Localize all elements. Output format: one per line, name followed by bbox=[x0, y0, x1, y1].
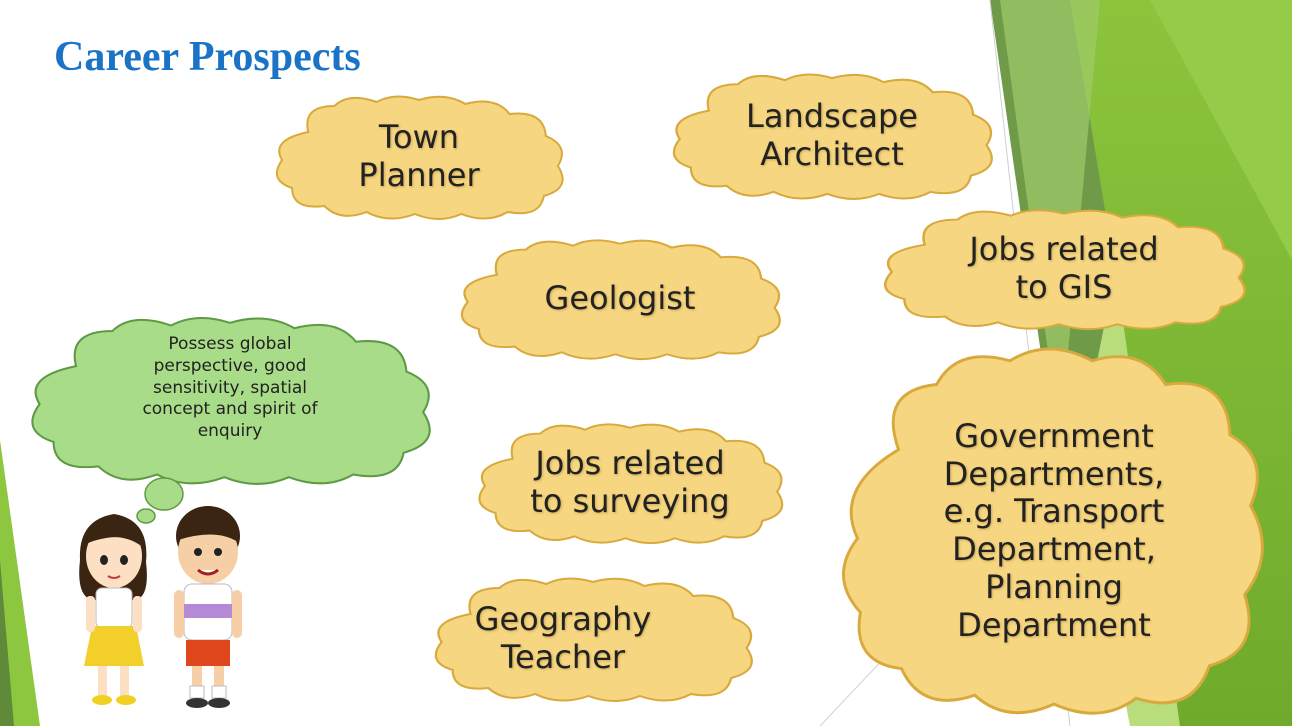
career-cloud-geography-teacher: Geography Teacher bbox=[426, 574, 760, 704]
children-illustration bbox=[79, 506, 242, 708]
thought-bubble: Possess global perspective, good sensiti… bbox=[20, 312, 440, 488]
left-green-sliver bbox=[0, 440, 40, 726]
career-label: Government Departments, e.g. Transport D… bbox=[943, 416, 1165, 644]
career-cloud-landscape-architect: Landscape Architect bbox=[664, 70, 1000, 202]
left-green-sliver-dark bbox=[0, 560, 14, 726]
girl-figure bbox=[79, 514, 147, 705]
career-cloud-gis: Jobs related to GIS bbox=[874, 206, 1254, 332]
thought-text: Possess global perspective, good sensiti… bbox=[142, 334, 318, 441]
page-title: Career Prospects bbox=[54, 34, 361, 80]
career-label: Geologist bbox=[544, 279, 696, 318]
boy-figure bbox=[174, 506, 242, 708]
career-label: Jobs related to GIS bbox=[969, 230, 1159, 306]
career-cloud-surveying: Jobs related to surveying bbox=[470, 420, 790, 546]
green-facet-top bbox=[1150, 0, 1292, 260]
career-label: Geography Teacher bbox=[474, 600, 652, 676]
career-cloud-geologist: Geologist bbox=[452, 236, 788, 362]
career-label: Town Planner bbox=[358, 118, 480, 194]
thought-tail-icon bbox=[136, 477, 184, 524]
career-cloud-government-departments: Government Departments, e.g. Transport D… bbox=[834, 346, 1274, 716]
career-cloud-town-planner: Town Planner bbox=[268, 92, 570, 222]
career-label: Jobs related to surveying bbox=[530, 444, 730, 520]
career-label: Landscape Architect bbox=[746, 97, 918, 173]
